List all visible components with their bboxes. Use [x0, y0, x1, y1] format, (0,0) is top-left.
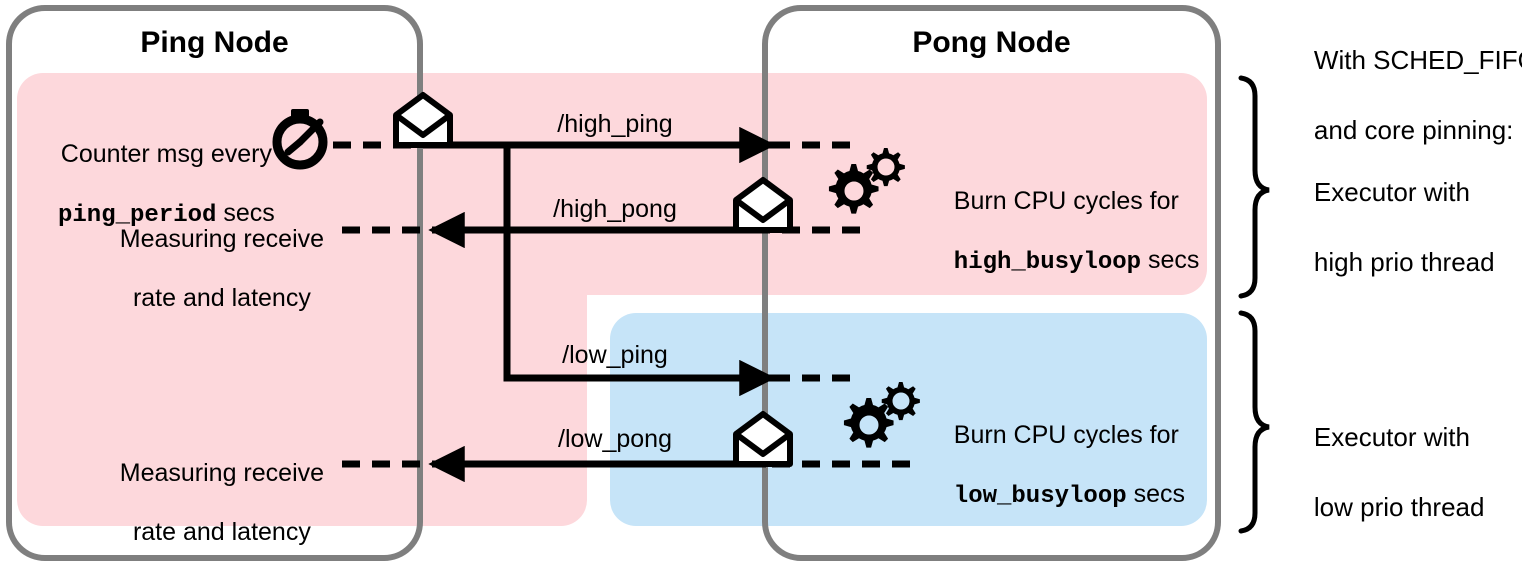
topic-label-high-ping: /high_ping: [557, 110, 673, 138]
measure-low-line2: rate and latency: [132, 517, 311, 546]
ping-period-param: ping_period: [58, 201, 217, 229]
legend-heading-line2: and core pinning:: [1313, 115, 1514, 146]
ping-branch-vertical: [503, 145, 760, 382]
high-priority-region-join: [17, 260, 587, 320]
page-title-pong: Pong Node: [912, 26, 1071, 59]
legend-heading-line1: With SCHED_FIFO: [1313, 45, 1522, 76]
envelope-icon: [393, 92, 453, 148]
legend-low-line1: Executor with: [1313, 422, 1470, 453]
high-busyloop-param: high_busyloop: [953, 248, 1142, 276]
gears-icon: [828, 148, 905, 214]
low-burn-line1: Burn CPU cycles for: [953, 420, 1179, 449]
low-burn-suffix: secs: [1126, 479, 1185, 508]
measure-low-line1: Measuring receive: [119, 458, 325, 487]
topic-label-low-ping: /low_ping: [562, 341, 668, 369]
topic-label-high-pong: /high_pong: [553, 195, 677, 223]
legend-high-line2: high prio thread: [1313, 247, 1495, 278]
low-busyloop-param: low_busyloop: [953, 482, 1127, 510]
measure-high-line2: rate and latency: [132, 283, 311, 312]
high-burn-line1: Burn CPU cycles for: [953, 186, 1179, 215]
pong-high-burn-label: Burn CPU cycles for high_busyloop secs: [926, 157, 1226, 306]
ping-producer-suffix: secs: [216, 198, 275, 227]
ping-node-box[interactable]: [6, 5, 423, 561]
page-title-ping: Ping Node: [140, 26, 289, 59]
legend-low-label: Executor with low prio thread: [1285, 385, 1520, 560]
ping-low-receiver-label: Measuring receive rate and latency: [88, 429, 328, 577]
envelope-icon: [733, 411, 793, 467]
topic-label-low-pong: /low_pong: [558, 425, 672, 453]
ping-producer-line1: Counter msg every: [60, 139, 272, 168]
high-priority-brace: [1238, 75, 1270, 299]
legend-high-line1: Executor with: [1313, 177, 1470, 208]
stopwatch-icon: [272, 109, 328, 170]
legend-low-line2: low prio thread: [1313, 492, 1485, 523]
measure-high-line1: Measuring receive: [119, 224, 325, 253]
envelope-icon: [733, 177, 793, 233]
pong-node-box[interactable]: [762, 5, 1221, 561]
legend-heading: With SCHED_FIFO and core pinning:: [1285, 8, 1522, 183]
high-burn-suffix: secs: [1141, 245, 1200, 274]
pong-low-burn-label: Burn CPU cycles for low_busyloop secs: [926, 391, 1226, 540]
ping-producer-label: Counter msg every ping_period secs: [30, 110, 275, 259]
ping-high-receiver-label: Measuring receive rate and latency: [88, 195, 328, 343]
low-priority-brace: [1238, 310, 1270, 534]
gears-icon: [843, 382, 920, 448]
legend-high-label: Executor with high prio thread: [1285, 140, 1520, 315]
